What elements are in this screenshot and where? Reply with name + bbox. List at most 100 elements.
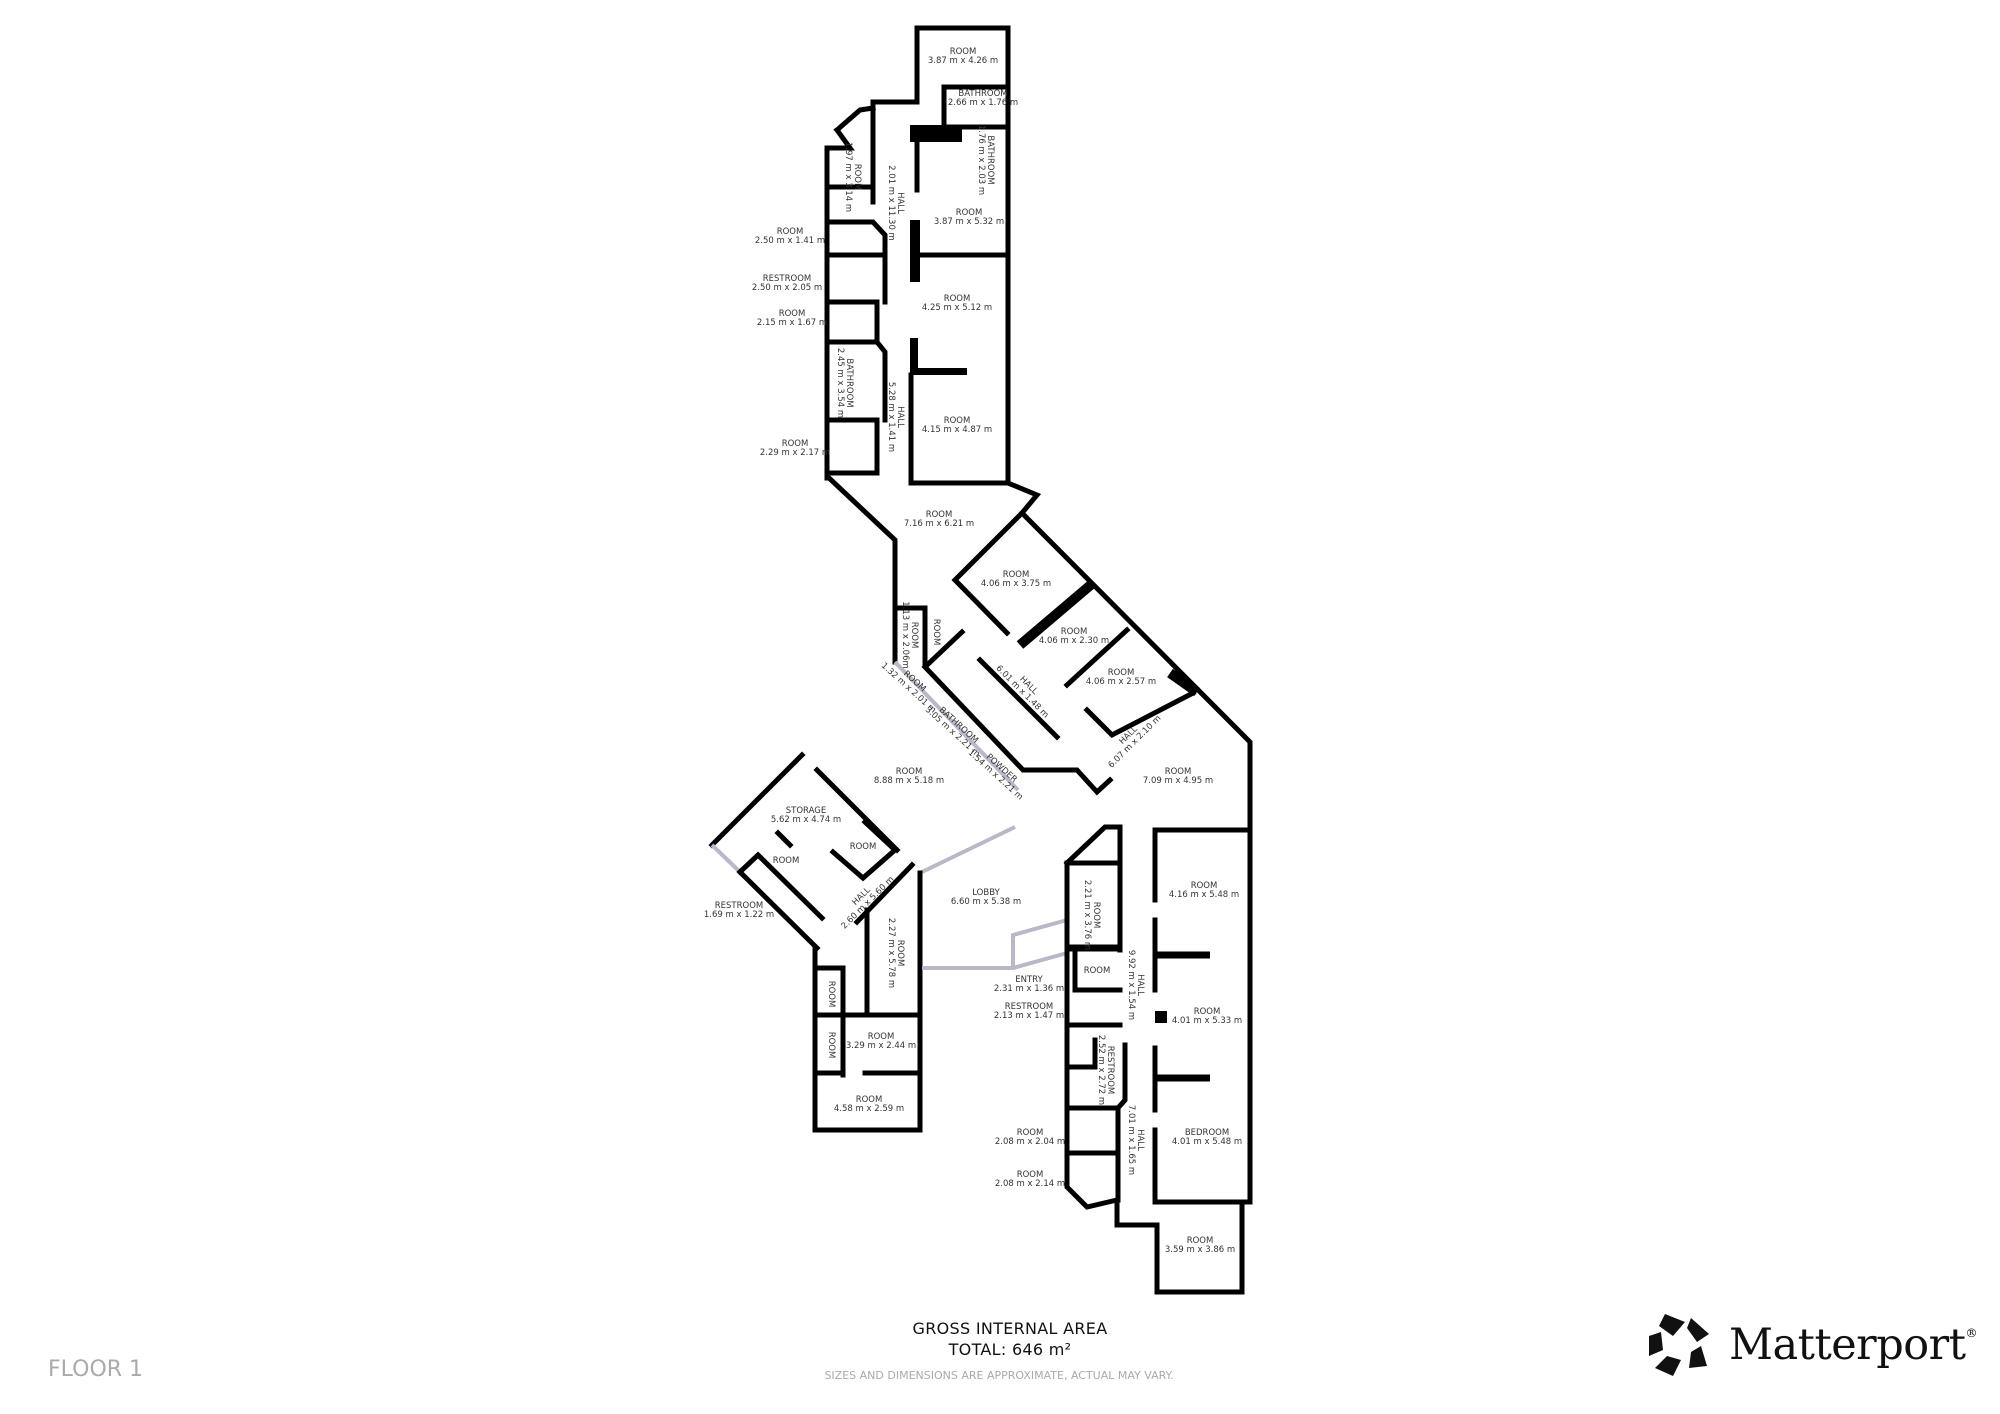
room-name: ROOM bbox=[926, 510, 953, 520]
room-dimensions: 4.06 m x 3.75 m bbox=[981, 579, 1051, 589]
room-label: ROOM1.13 m x 2.06m bbox=[900, 601, 919, 669]
room-label: ROOM bbox=[850, 842, 877, 852]
room-name: RESTROOM bbox=[715, 901, 764, 911]
room-name: BEDROOM bbox=[1185, 1128, 1229, 1138]
room-name: ROOM bbox=[850, 842, 877, 852]
room-label: ROOM bbox=[773, 856, 800, 866]
room-dimensions: 4.06 m x 2.30 m bbox=[1039, 636, 1109, 646]
walls bbox=[708, 25, 1253, 1295]
room-name: ROOM bbox=[944, 416, 971, 426]
room-dimensions: 2.31 m x 1.36 m bbox=[994, 984, 1064, 994]
room-dimensions: 2.01 m x 11.30 m bbox=[886, 165, 896, 241]
room-label: ROOM1.97 m x 3.14 m bbox=[843, 142, 862, 212]
room-label: ROOM bbox=[931, 619, 941, 646]
room-dimensions: 1.76 m x 2.03 m bbox=[976, 125, 986, 195]
room-name: ROOM bbox=[826, 1032, 836, 1059]
registered-mark: ® bbox=[1965, 1326, 1977, 1340]
room-label: POWDER1.54 m x 2.21 m bbox=[966, 741, 1031, 802]
room-name: ROOM bbox=[1017, 1128, 1044, 1138]
room-name: ROOM bbox=[1003, 570, 1030, 580]
room-label: ROOM2.27 m x 5.78 m bbox=[886, 918, 905, 988]
room-dimensions: 2.27 m x 5.78 m bbox=[886, 918, 896, 988]
room-dimensions: 5.28 m x 1.41 m bbox=[886, 382, 896, 452]
room-name: ROOM bbox=[1084, 966, 1111, 976]
room-label: HALL2.01 m x 11.30 m bbox=[886, 165, 905, 241]
room-name: ROOM bbox=[950, 47, 977, 57]
room-name: ROOM bbox=[852, 164, 862, 191]
room-dimensions: 7.09 m x 4.95 m bbox=[1143, 776, 1213, 786]
room-dimensions: 9.92 m x 1.54 m bbox=[1126, 950, 1136, 1020]
room-name: ROOM bbox=[1017, 1170, 1044, 1180]
room-name: ROOM bbox=[777, 227, 804, 237]
room-label: ROOM1.32 m x 2.01 m bbox=[879, 654, 944, 715]
room-name: ROOM bbox=[856, 1095, 883, 1105]
room-dimensions: 3.87 m x 4.26 m bbox=[928, 56, 998, 66]
room-name: RESTROOM bbox=[1005, 1002, 1054, 1012]
room-dimensions: 2.13 m x 1.47 m bbox=[994, 1011, 1064, 1021]
matterport-pentagon-logo-icon bbox=[1649, 1314, 1709, 1376]
room-label: ROOM bbox=[826, 981, 836, 1008]
room-dimensions: 2.45 m x 3.54 m bbox=[835, 348, 845, 418]
room-name: RESTROOM bbox=[1105, 1046, 1115, 1095]
room-name: ROOM bbox=[779, 309, 806, 319]
room-name: ROOM bbox=[1061, 627, 1088, 637]
room-label: BATHROOM3.05 m x 2.21 m bbox=[923, 698, 988, 759]
room-dimensions: 3.59 m x 3.86 m bbox=[1165, 1245, 1235, 1255]
room-dimensions: 1.97 m x 3.14 m bbox=[843, 142, 853, 212]
room-label: HALL9.92 m x 1.54 m bbox=[1126, 950, 1145, 1020]
room-name: ROOM bbox=[895, 940, 905, 967]
room-dimensions: 8.88 m x 5.18 m bbox=[874, 776, 944, 786]
room-dimensions: 3.87 m x 5.32 m bbox=[934, 217, 1004, 227]
room-name: HALL bbox=[895, 406, 905, 428]
room-name: ROOM bbox=[868, 1032, 895, 1042]
room-dimensions: 2.50 m x 1.41 m bbox=[755, 236, 825, 246]
room-label: BATHROOM2.45 m x 3.54 m bbox=[835, 348, 854, 418]
room-label: HALL5.28 m x 1.41 m bbox=[886, 382, 905, 452]
room-dimensions: 4.15 m x 4.87 m bbox=[922, 425, 992, 435]
room-dimensions: 2.29 m x 2.17 m bbox=[760, 448, 830, 458]
room-label: HALL6.01 m x 1.48 m bbox=[994, 657, 1057, 720]
brand-wordmark: Matterport bbox=[1729, 1320, 1966, 1370]
room-label: BATHROOM1.76 m x 2.03 m bbox=[976, 125, 995, 195]
room-name: HALL bbox=[895, 192, 905, 214]
room-name: ROOM bbox=[896, 767, 923, 777]
room-name: ROOM bbox=[1191, 881, 1218, 891]
room-dimensions: 2.21 m x 3.76 m bbox=[1082, 880, 1092, 950]
matterport-logo: Matterport® bbox=[1645, 1312, 1977, 1378]
area-total: TOTAL: 646 m² bbox=[948, 1340, 1072, 1359]
room-dimensions: 3.29 m x 2.44 m bbox=[846, 1041, 916, 1051]
room-label: HALL6.07 m x 2.10 m bbox=[1100, 707, 1163, 770]
floor-label: FLOOR 1 bbox=[48, 1357, 144, 1382]
room-dimensions: 4.25 m x 5.12 m bbox=[922, 303, 992, 313]
brand-name: Matterport® bbox=[1729, 1320, 1977, 1370]
room-dimensions: 5.62 m x 4.74 m bbox=[771, 815, 841, 825]
room-dimensions: 1.13 m x 2.06m bbox=[900, 601, 910, 669]
room-name: ROOM bbox=[1194, 1007, 1221, 1017]
room-dimensions: 6.60 m x 5.38 m bbox=[951, 897, 1021, 907]
room-name: ROOM bbox=[773, 856, 800, 866]
room-dimensions: 7.01 m x 1.65 m bbox=[1126, 1105, 1136, 1175]
room-dimensions: 6.01 m x 1.48 m bbox=[994, 664, 1051, 721]
room-name: ROOM bbox=[956, 208, 983, 218]
room-dimensions: 2.66 m x 1.76 m bbox=[948, 98, 1018, 108]
